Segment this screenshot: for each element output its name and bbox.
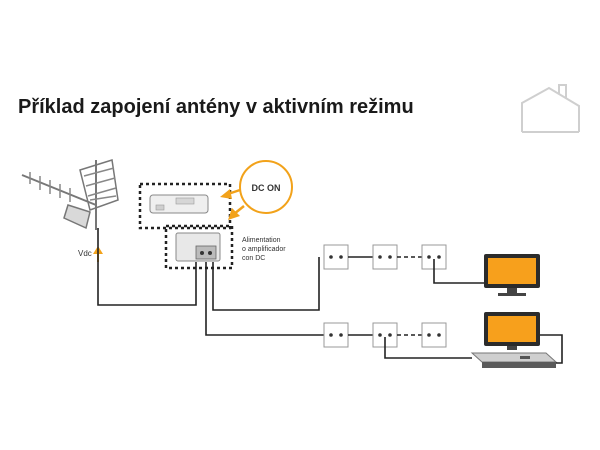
dc-on-badge: DC ON — [239, 160, 293, 214]
upper-socket-row — [323, 244, 484, 284]
wall-socket-icon — [372, 244, 398, 270]
output-cables — [205, 257, 324, 336]
lower-socket-row — [323, 322, 472, 359]
antenna-cable — [97, 228, 197, 306]
tv-icon — [484, 312, 540, 350]
wall-socket-icon — [421, 322, 447, 348]
power-note: Alimentation o amplificador con DC — [242, 237, 288, 262]
wall-socket-icon — [323, 322, 349, 348]
house-icon — [521, 84, 580, 133]
svg-text:DC ON: DC ON — [252, 183, 281, 193]
tv-icon — [484, 254, 540, 296]
vdc-label: Vdc — [78, 249, 92, 258]
power-supply-frame — [164, 224, 234, 270]
antenna-icon — [21, 159, 119, 230]
set-top-box-icon — [470, 352, 558, 368]
tv-cable — [540, 334, 563, 364]
wall-socket-icon — [323, 244, 349, 270]
page-title: Příklad zapojení antény v aktivním režim… — [18, 96, 414, 118]
amplifier-icon — [149, 194, 209, 214]
dc-arrow-icon — [220, 188, 245, 220]
amplifier-frame — [138, 182, 232, 230]
power-supply-icon — [175, 232, 221, 262]
